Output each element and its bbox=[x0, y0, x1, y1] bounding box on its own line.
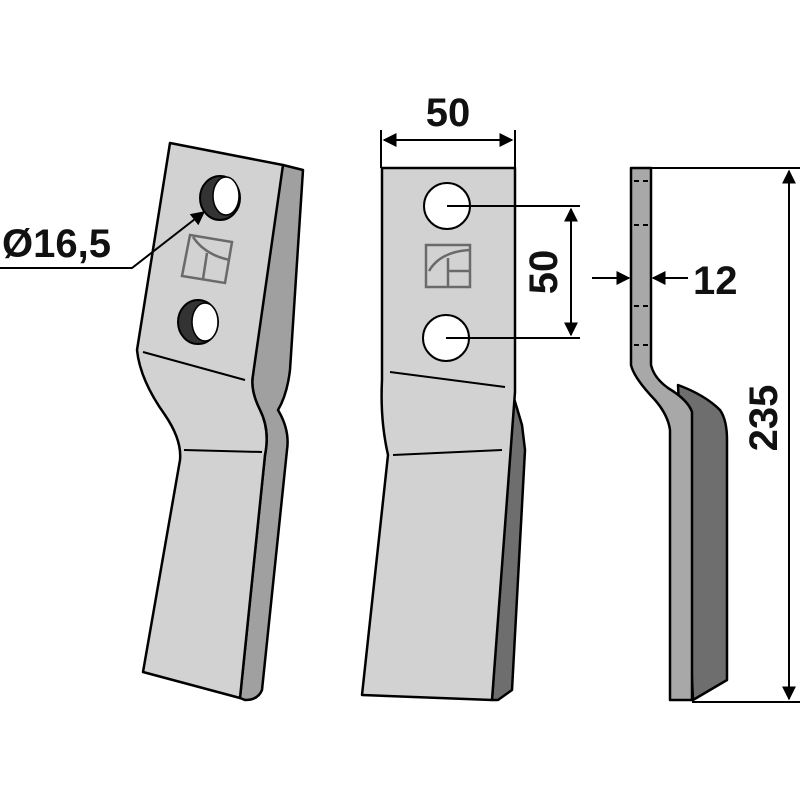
blade-face bbox=[135, 141, 285, 700]
blade-body bbox=[629, 166, 694, 702]
perspective-view: Ø16,5 bbox=[0, 141, 305, 702]
hole-lower bbox=[177, 299, 219, 345]
front-view: 50 50 bbox=[360, 91, 580, 702]
width-dimension-label: 50 bbox=[426, 91, 471, 135]
thickness-label: 12 bbox=[693, 259, 738, 303]
hole-upper bbox=[199, 175, 241, 221]
manufacturer-logo-icon bbox=[424, 243, 472, 289]
manufacturer-logo-icon bbox=[180, 233, 234, 285]
side-view: 12 235 bbox=[592, 166, 800, 703]
hole-diameter-label: Ø16,5 bbox=[2, 222, 111, 266]
length-label: 235 bbox=[742, 385, 786, 452]
hole-spacing-label: 50 bbox=[522, 250, 566, 295]
blade-face bbox=[360, 166, 517, 702]
